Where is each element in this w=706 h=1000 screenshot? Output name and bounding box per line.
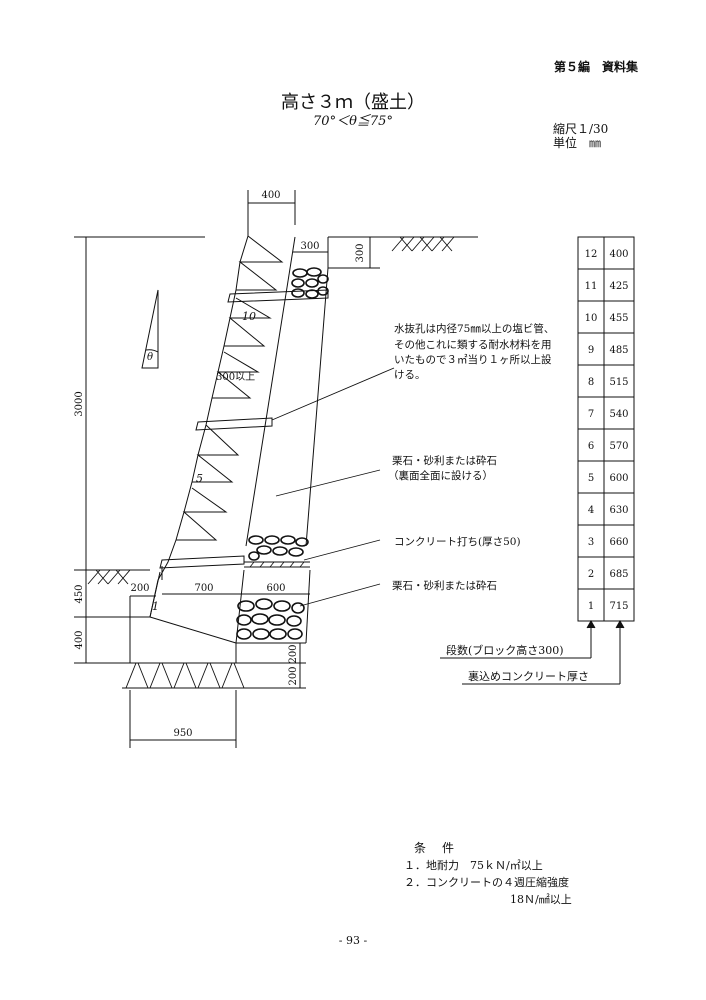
table-thickness-cell: 485 (609, 345, 628, 356)
ground-surface-top (328, 236, 478, 252)
concrete-layer (244, 561, 310, 568)
block-label-5: 5 (196, 472, 203, 485)
dim-toe: 200 (130, 583, 149, 594)
label-thickness: 裏込めコンクリート厚さ (468, 669, 589, 683)
table-thickness-cell: 685 (609, 569, 628, 580)
condition-1: １．地耐力 75ｋＮ/㎡以上 (404, 859, 543, 872)
table-thickness-cell: 400 (609, 249, 628, 260)
dim-gravel-top-height: 300 (355, 243, 366, 262)
table-labels: 段数(ブロック高さ300) 裏込めコンクリート厚さ (440, 619, 625, 685)
base-total-dimension: 950 (129, 690, 237, 748)
table-step-cell: 9 (588, 345, 594, 356)
note-gravel-back-1: 栗石・砂利または砕石 (392, 454, 497, 467)
table-step-cell: 2 (588, 569, 594, 580)
dim-top-width: 400 (261, 190, 280, 201)
condition-2: ２．コンクリートの４週圧縮強度 (404, 876, 569, 889)
note-drain-3: いたもので３㎡当り１ヶ所以上設 (394, 353, 552, 366)
section-header: 第５編 資料集 (553, 60, 638, 74)
table-step-cell: 8 (588, 377, 594, 388)
spacing-label: 300以上 (216, 371, 255, 383)
table-thickness-cell: 455 (609, 313, 628, 324)
base-gravel-stones (236, 598, 305, 640)
dim-base-total: 950 (173, 728, 192, 739)
drawing-title: 高さ３ｍ（盛土） (281, 92, 425, 113)
ground-surface-base (86, 569, 150, 585)
note-gravel-base: 栗石・砂利または砕石 (392, 579, 497, 592)
angle-range: 70°＜θ≦75° (313, 114, 393, 129)
dim-bottom-height: 200 (288, 666, 299, 685)
note-gravel-back-2: （裏面全面に設ける） (388, 469, 493, 482)
block-wall: 10 5 1 300以上 (152, 235, 329, 613)
dim-height: 3000 (74, 391, 85, 416)
leader-lines (271, 367, 395, 607)
dim-gravel-top-width: 300 (300, 241, 319, 252)
note-drain-1: 水抜孔は内径75㎜以上の塩ビ管、 (394, 322, 554, 335)
scale-info: 縮尺１/30 単位 ㎜ (553, 122, 608, 150)
table-thickness-cell: 715 (609, 601, 628, 612)
top-width-dimension: 400 (247, 190, 296, 236)
dim-gravel-width: 600 (266, 583, 285, 594)
table-step-cell: 6 (588, 441, 594, 452)
footing: 200 700 600 200 200 (129, 566, 311, 689)
angle-indicator: θ (141, 289, 159, 369)
conditions-title: 条 件 (414, 841, 457, 855)
dim-foundation-height: 400 (74, 630, 85, 649)
table-step-cell: 1 (588, 601, 594, 612)
dim-base-width: 700 (194, 583, 213, 594)
table-thickness-cell: 600 (609, 473, 628, 484)
table-step-cell: 5 (588, 473, 594, 484)
table-thickness-cell: 515 (609, 377, 628, 388)
condition-2-value: 18Ｎ/㎟以上 (510, 893, 572, 906)
block-label-10: 10 (242, 310, 256, 323)
table-step-cell: 7 (588, 409, 594, 420)
label-steps: 段数(ブロック高さ300) (446, 643, 564, 657)
table-thickness-cell: 425 (609, 281, 628, 292)
note-drain-4: ける。 (394, 369, 426, 381)
backfill-zone (245, 236, 329, 547)
block-label-1: 1 (152, 600, 159, 613)
height-dimension: 3000 450 400 (74, 236, 205, 664)
mid-gravel-stones (248, 535, 309, 561)
foundation-base (122, 662, 245, 689)
page-number: ‐ 93 ‐ (338, 934, 368, 947)
note-drain-2: その他これに類する耐水材料を用 (394, 338, 552, 351)
scale-ratio: 縮尺１/30 (553, 122, 609, 136)
top-gravel-stones (291, 267, 329, 299)
table-step-cell: 10 (585, 313, 598, 324)
table-thickness-cell: 630 (609, 505, 628, 516)
scale-unit: 単位 ㎜ (553, 136, 602, 150)
note-concrete: コンクリート打ち(厚さ50) (394, 535, 521, 548)
table-step-cell: 11 (585, 281, 598, 292)
table-step-cell: 4 (588, 505, 594, 516)
table-thickness-cell: 540 (609, 409, 628, 420)
table-thickness-cell: 660 (609, 537, 628, 548)
top-gravel-dimension: 300 300 (293, 236, 380, 269)
dim-base-height: 450 (74, 584, 85, 603)
conditions: 条 件 １．地耐力 75ｋＮ/㎡以上 ２．コンクリートの４週圧縮強度 18Ｎ/㎟… (404, 840, 572, 908)
notes: 水抜孔は内径75㎜以上の塩ビ管、 その他これに類する耐水材料を用 いたもので３㎡… (388, 322, 554, 592)
table-thickness-cell: 570 (609, 441, 628, 452)
table-step-cell: 3 (588, 537, 594, 548)
table-step-cell: 12 (585, 249, 598, 260)
theta-symbol: θ (147, 352, 153, 363)
dim-concrete-height: 200 (288, 644, 299, 663)
